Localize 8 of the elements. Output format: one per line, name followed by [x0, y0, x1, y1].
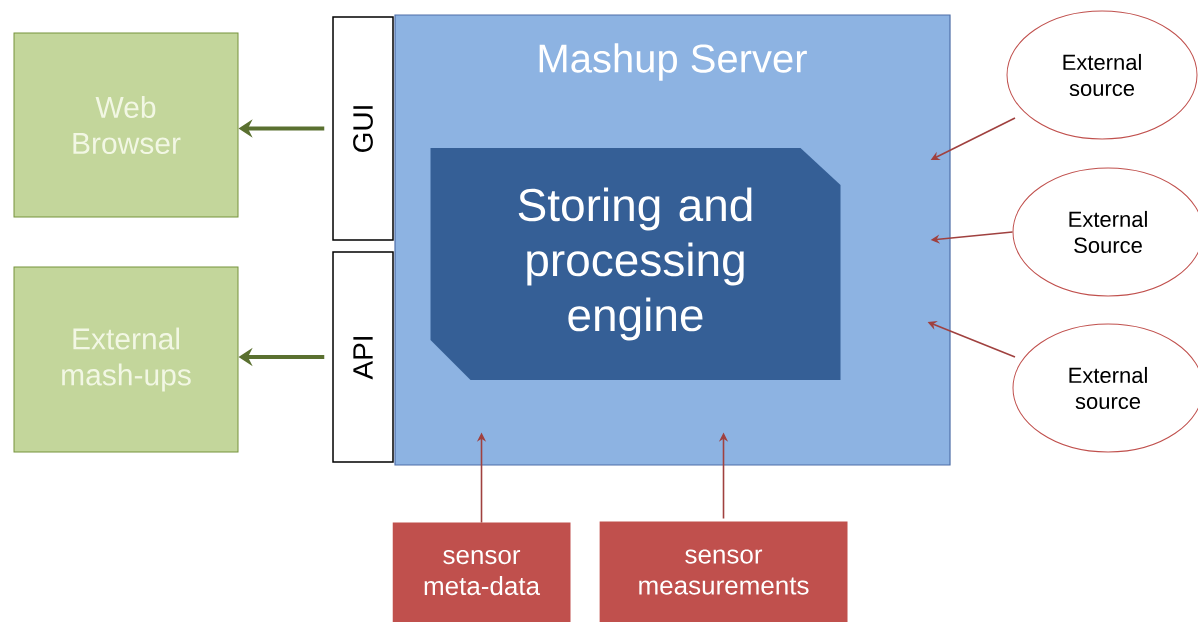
client-box: External mash-ups — [13, 266, 239, 453]
interface-tab: GUI — [332, 16, 394, 241]
server-title: Mashup Server — [539, 43, 807, 81]
sensor-box: sensor measurements — [599, 521, 848, 622]
engine-box: Storing and processing engine — [430, 148, 841, 380]
interface-tab: API — [332, 251, 394, 463]
client-box: Web Browser — [13, 32, 239, 218]
sensor-box: sensor meta-data — [392, 522, 571, 622]
